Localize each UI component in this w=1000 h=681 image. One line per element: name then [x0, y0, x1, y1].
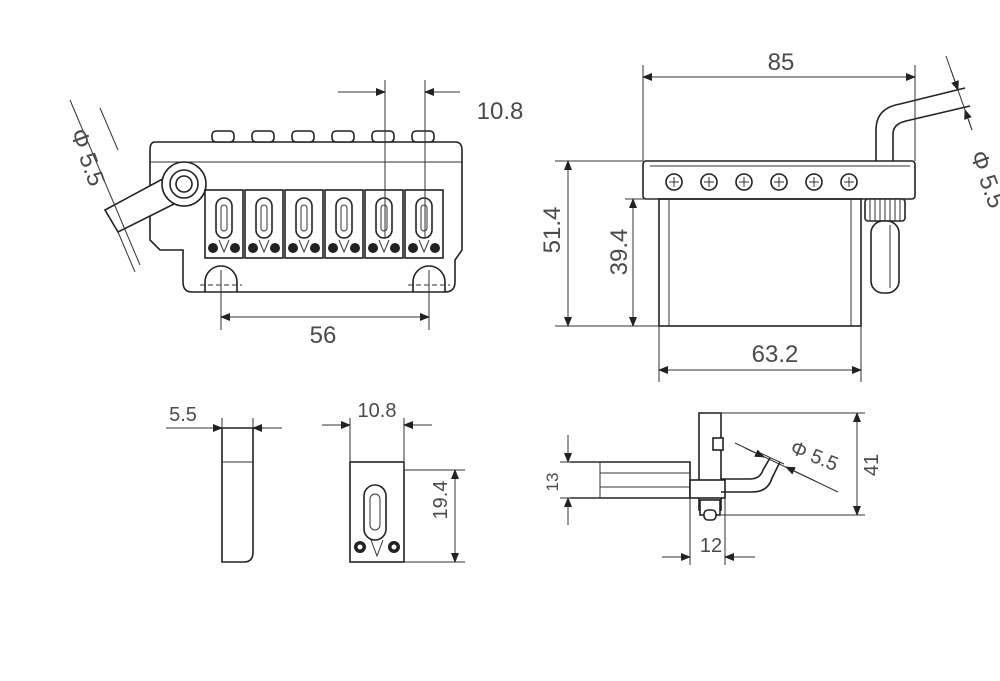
- saddle-side-profile: [221, 427, 254, 563]
- side-depth-label: 12: [700, 535, 722, 557]
- saddle-front-width-label: 10.8: [358, 400, 397, 422]
- screw-head-row: [211, 130, 435, 143]
- dimension-post-diameter: Φ 5.5: [64, 99, 141, 273]
- dimension-saddle-spacing: 10.8: [338, 80, 523, 238]
- top-width-label: 85: [768, 49, 795, 76]
- saddle-side-view: 5.5: [166, 404, 282, 563]
- saddle: [404, 189, 444, 259]
- saddle-thickness-label: 5.5: [169, 404, 197, 426]
- saddle-front-profile: [349, 461, 405, 563]
- body-width-label: 63.2: [752, 341, 799, 368]
- side-view: 13 41 12 Φ 5.5: [543, 412, 883, 565]
- dimension-mount-spacing: 56: [220, 300, 430, 349]
- top-arm: [864, 87, 971, 294]
- dimension-total-height: 51.4: [539, 160, 659, 327]
- saddle-row: [204, 189, 444, 259]
- top-view: 85 51.4 39.4 63.2 Φ 5.5: [539, 49, 1000, 382]
- body-height-label: 39.4: [606, 229, 633, 276]
- side-block: [570, 461, 691, 499]
- saddle-front-view: 10.8 19.4: [322, 400, 465, 563]
- top-screw-row: [665, 173, 858, 191]
- dimension-arm-diameter: Φ 5.5: [945, 55, 1000, 212]
- sustain-block: [658, 198, 862, 327]
- saddle: [364, 189, 404, 259]
- mount-spacing-label: 56: [310, 322, 337, 349]
- side-arm: [721, 457, 771, 480]
- total-height-label: 51.4: [539, 207, 566, 254]
- dimension-width: 85: [642, 49, 916, 161]
- saddle-spacing-label: 10.8: [477, 98, 524, 125]
- side-overall-height-label: 41: [861, 454, 883, 476]
- saddle: [324, 189, 364, 259]
- mount-notch-left: [200, 265, 242, 300]
- saddle: [204, 189, 244, 259]
- side-height-label: 13: [543, 473, 562, 492]
- arm-post: [103, 161, 207, 234]
- front-view: 56 10.8 Φ 5.5: [64, 80, 523, 349]
- post-diameter-label: Φ 5.5: [64, 125, 110, 190]
- dimension-body-width: 63.2: [658, 326, 862, 382]
- saddle-front-height-label: 19.4: [430, 481, 452, 520]
- mount-notch-right: [408, 265, 450, 300]
- top-arm-diameter-label: Φ 5.5: [964, 147, 1000, 212]
- base-plate-outline: [149, 141, 463, 293]
- saddle: [284, 189, 324, 259]
- side-arm-diameter-label: Φ 5.5: [787, 437, 841, 476]
- saddle: [244, 189, 284, 259]
- dimension-body-height: 39.4: [606, 198, 659, 327]
